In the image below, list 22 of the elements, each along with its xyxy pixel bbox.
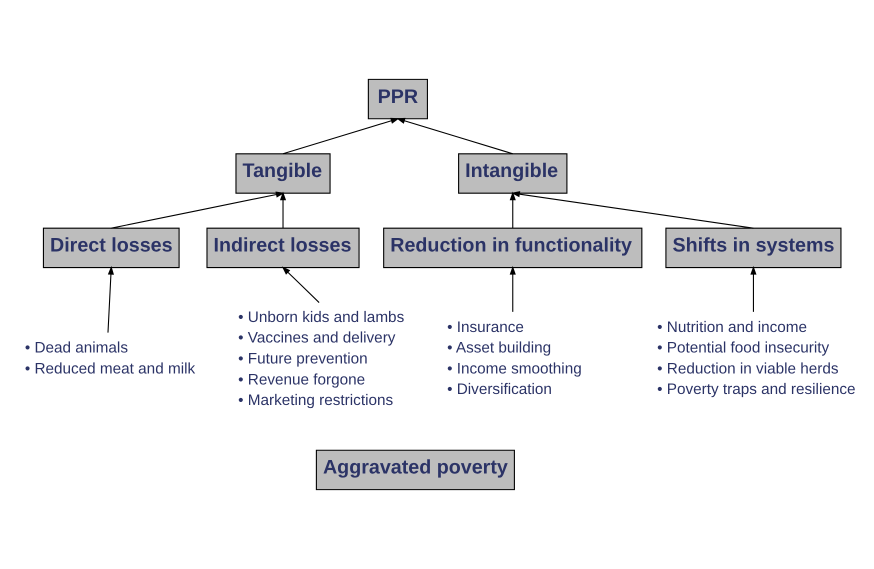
node-box: Intangible <box>458 153 568 194</box>
arrow <box>282 118 400 154</box>
node-box: Tangible <box>235 153 331 194</box>
arrow <box>107 266 114 333</box>
arrow <box>282 266 320 303</box>
node-text: • Dead animals • Reduced meat and milk <box>24 340 196 378</box>
arrow <box>280 192 286 228</box>
node-box: Aggravated poverty <box>316 450 515 490</box>
arrow <box>396 118 513 154</box>
node-box: PPR <box>368 78 428 120</box>
arrow <box>511 191 754 229</box>
node-box: Indirect losses <box>206 228 360 268</box>
arrow <box>111 192 285 229</box>
node-box: Shifts in systems <box>665 228 842 268</box>
arrow <box>750 266 756 312</box>
node-text: • Nutrition and income • Potential food insecurity • Reduction in viable herds • Poverty traps and resilience <box>657 318 856 398</box>
node-box: Direct losses <box>42 228 180 268</box>
arrow <box>510 266 516 312</box>
node-text: • Insurance • Asset building • Income smoothing • Diversification <box>447 318 582 398</box>
arrow <box>510 192 516 228</box>
node-text: • Unborn kids and lambs • Vaccines and delivery • Future prevention • Revenue forgone • Marketing restrictions <box>238 308 404 410</box>
node-box: Reduction in functionality <box>383 228 642 268</box>
